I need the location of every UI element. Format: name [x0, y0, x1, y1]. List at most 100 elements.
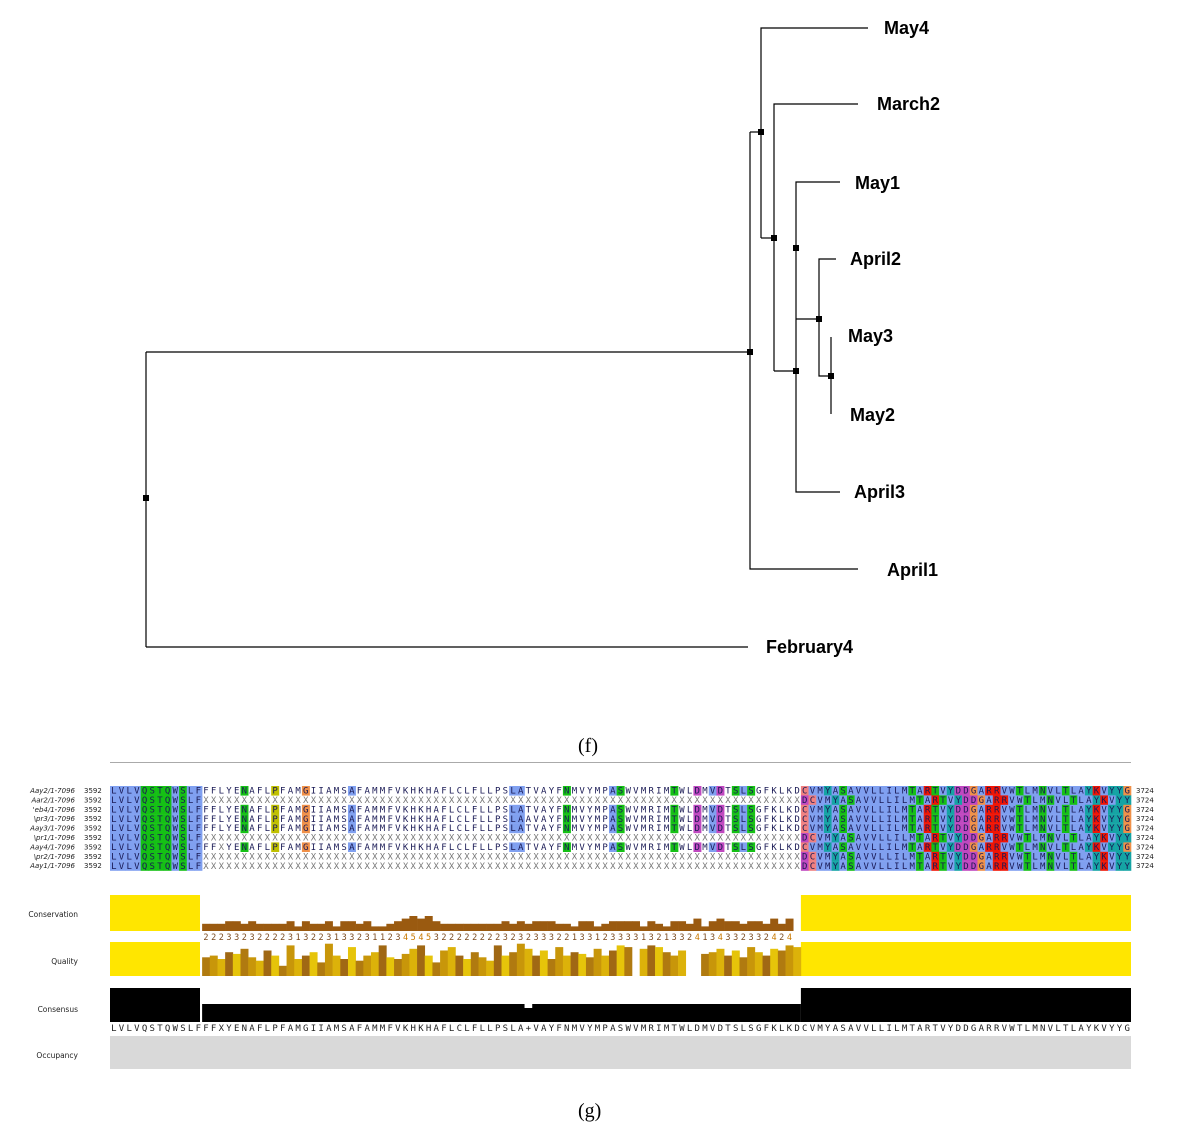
- conservation-score: 3: [587, 933, 592, 943]
- residue-cell: [716, 814, 725, 824]
- residue: M: [595, 824, 601, 834]
- consensus-gap: [524, 1002, 533, 1008]
- residue: L: [265, 805, 270, 815]
- conservation-score: 2: [280, 933, 285, 943]
- residue: A: [434, 815, 440, 825]
- conservation-bar: [440, 923, 449, 931]
- tree-branch: [773, 103, 858, 238]
- quality-bar: [547, 959, 556, 976]
- residue: X: [641, 834, 647, 844]
- residue: X: [718, 862, 724, 872]
- conservation-bar: [371, 926, 379, 931]
- residue: F: [196, 862, 201, 872]
- conservation-bar: [202, 923, 211, 931]
- residue: S: [733, 815, 738, 825]
- residue-cell: [1031, 786, 1040, 796]
- consensus-residue: L: [487, 1024, 492, 1034]
- residue: T: [526, 824, 532, 834]
- residue: X: [411, 862, 417, 872]
- conservation-bar: [601, 923, 610, 931]
- residue: R: [1002, 796, 1008, 806]
- residue: D: [963, 796, 968, 806]
- consensus-residue: V: [710, 1024, 716, 1034]
- residue-cell: [931, 842, 940, 852]
- residue: X: [633, 834, 639, 844]
- residue-cell: [716, 842, 725, 852]
- residue: X: [226, 852, 232, 862]
- residue: V: [863, 787, 869, 797]
- residue: I: [656, 787, 661, 797]
- residue-cell: [163, 833, 172, 843]
- residue-cell: [731, 814, 740, 824]
- residue-cell: [179, 851, 188, 862]
- residue: Q: [165, 862, 170, 872]
- residue-cell: [171, 795, 180, 805]
- conservation-bar: [708, 921, 717, 931]
- residue: X: [395, 862, 401, 872]
- residue: G: [971, 787, 976, 797]
- residue: Q: [142, 862, 147, 872]
- residue-cell: [1000, 851, 1009, 862]
- conservation-score: 2: [265, 933, 270, 943]
- residue: M: [1032, 805, 1038, 815]
- residue: V: [710, 843, 716, 853]
- residue-cell: [962, 814, 971, 824]
- conservation-score: 2: [603, 933, 608, 943]
- conservation-score: 2: [272, 933, 277, 943]
- residue: Y: [1117, 862, 1123, 872]
- residue: F: [387, 824, 392, 834]
- residue: S: [848, 834, 853, 844]
- residue: X: [387, 852, 393, 862]
- residue: X: [387, 862, 393, 872]
- residue-cell: [854, 823, 863, 834]
- residue: F: [387, 815, 392, 825]
- residue: Q: [165, 834, 170, 844]
- consensus-residue: L: [871, 1024, 876, 1034]
- consensus-residue: D: [718, 1024, 723, 1034]
- residue: X: [664, 862, 670, 872]
- residue: T: [940, 862, 946, 872]
- residue: X: [672, 834, 678, 844]
- residue: X: [403, 862, 409, 872]
- residue: V: [940, 824, 946, 834]
- residue-cell: [854, 842, 863, 852]
- residue: C: [802, 824, 807, 834]
- residue: X: [311, 796, 317, 806]
- residue-cell: [962, 861, 971, 871]
- residue-cell: [1054, 842, 1063, 852]
- residue: V: [1002, 815, 1008, 825]
- sequence-name: Aay3/1-7096: [29, 825, 75, 833]
- residue: A: [856, 796, 862, 806]
- residue-cell: [900, 804, 909, 815]
- conservation-bar: [355, 923, 364, 931]
- residue: H: [426, 824, 431, 834]
- residue: V: [1101, 787, 1107, 797]
- residue-cell: [163, 786, 172, 796]
- residue: T: [672, 843, 678, 853]
- residue-cell: [931, 804, 940, 815]
- residue: T: [1017, 824, 1023, 834]
- quality-bar: [455, 955, 464, 976]
- residue-cell: [900, 786, 909, 796]
- residue: P: [602, 815, 608, 825]
- residue: F: [556, 787, 561, 797]
- quality-bar: [739, 957, 748, 976]
- residue: X: [764, 852, 770, 862]
- residue: X: [764, 796, 770, 806]
- residue: X: [249, 796, 255, 806]
- residue: X: [741, 834, 747, 844]
- tree-node: [793, 368, 799, 374]
- residue-cell: [1061, 851, 1070, 862]
- quality-bar: [217, 959, 226, 976]
- residue-cell: [931, 786, 940, 796]
- residue: X: [364, 852, 370, 862]
- residue-cell: [1100, 804, 1109, 815]
- residue: X: [203, 852, 209, 862]
- residue: M: [572, 824, 578, 834]
- residue: Y: [1109, 815, 1115, 825]
- quality-bar: [501, 955, 510, 976]
- leaf-label: May4: [884, 18, 929, 38]
- consensus-residue: L: [894, 1024, 899, 1034]
- residue: L: [1063, 852, 1068, 862]
- residue-cell: [1092, 823, 1101, 834]
